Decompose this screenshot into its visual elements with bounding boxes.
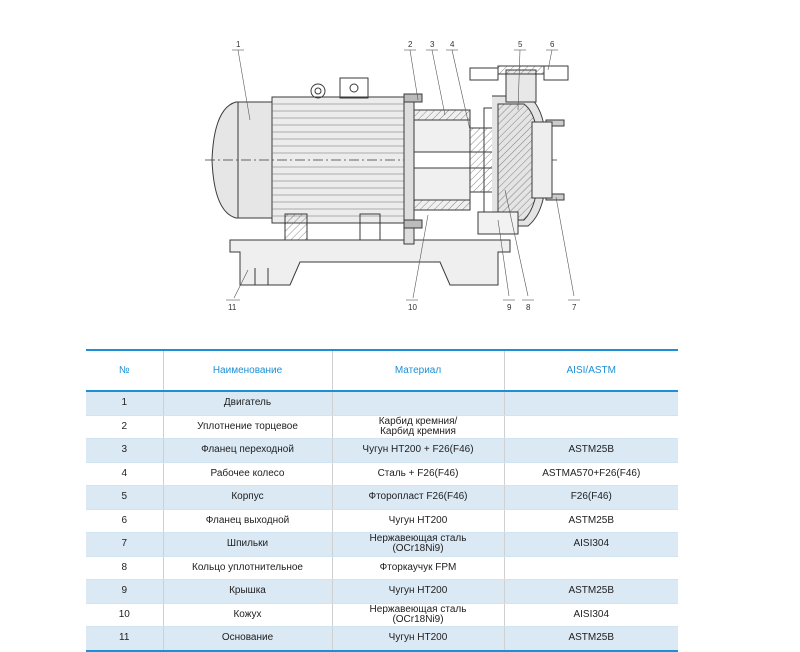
cell-num: 5 — [86, 485, 163, 510]
cell-aisi: ASTM25B — [503, 509, 678, 533]
column-header-num: № — [86, 349, 163, 392]
callout-8: 8 — [526, 303, 531, 312]
cell-num: 7 — [86, 532, 163, 557]
cell-name: Уплотнение торцевое — [162, 415, 332, 439]
cell-num: 8 — [86, 556, 163, 580]
callout-11: 11 — [228, 303, 237, 312]
pump-drawing: 1 2 3 4 5 6 7 8 9 10 11 — [205, 40, 580, 312]
cell-material: Нержавеющая сталь(OCr18Ni9) — [331, 532, 504, 557]
cell-num: 1 — [86, 391, 163, 416]
cell-material: Чугун HT200 + F26(F46) — [331, 438, 504, 463]
cell-num: 6 — [86, 509, 163, 533]
callout-9: 9 — [507, 303, 512, 312]
cell-material: Карбид кремния/Карбид кремния — [331, 415, 504, 439]
callout-1: 1 — [236, 40, 241, 49]
column-header-material: Материал — [331, 349, 504, 392]
callout-6: 6 — [550, 40, 555, 49]
cell-material: Чугун HT200 — [331, 626, 504, 652]
callout-5: 5 — [518, 40, 523, 49]
cell-aisi: ASTM25B — [503, 626, 678, 652]
column-header-name: Наименование — [162, 349, 332, 392]
cell-name: Шпильки — [162, 532, 332, 557]
cell-aisi — [503, 556, 678, 580]
cell-num: 11 — [86, 626, 163, 652]
cell-material: Нержавеющая сталь(OCr18Ni9) — [331, 603, 504, 627]
column-header-aisi: AISI/ASTM — [503, 349, 678, 392]
cell-aisi — [503, 415, 678, 439]
cell-name: Корпус — [162, 485, 332, 510]
cell-material: Сталь + F26(F46) — [331, 462, 504, 486]
cell-name: Фланец переходной — [162, 438, 332, 463]
cell-name: Кожух — [162, 603, 332, 627]
cell-aisi: ASTM25B — [503, 579, 678, 604]
cell-material — [331, 391, 504, 416]
cell-num: 10 — [86, 603, 163, 627]
callout-10: 10 — [408, 303, 417, 312]
cell-num: 2 — [86, 415, 163, 439]
table-header-row: № Наименование Материал AISI/ASTM — [86, 349, 678, 392]
cell-name: Фланец выходной — [162, 509, 332, 533]
callout-2: 2 — [408, 40, 413, 49]
callout-3: 3 — [430, 40, 435, 49]
cell-name: Рабочее колесо — [162, 462, 332, 486]
callout-4: 4 — [450, 40, 455, 49]
cell-aisi: F26(F46) — [503, 485, 678, 510]
cell-aisi — [503, 391, 678, 416]
cell-material: Фторопласт F26(F46) — [331, 485, 504, 510]
cell-num: 9 — [86, 579, 163, 604]
cell-num: 4 — [86, 462, 163, 486]
cell-aisi: ASTM25B — [503, 438, 678, 463]
cell-name: Двигатель — [162, 391, 332, 416]
cell-aisi: AISI304 — [503, 603, 678, 627]
cell-aisi: ASTMA570+F26(F46) — [503, 462, 678, 486]
cell-material: Чугун HT200 — [331, 579, 504, 604]
cell-material: Фторкаучук FPM — [331, 556, 504, 580]
cell-name: Основание — [162, 626, 332, 652]
cell-material: Чугун HT200 — [331, 509, 504, 533]
cell-name: Крышка — [162, 579, 332, 604]
callout-7: 7 — [572, 303, 577, 312]
cell-aisi: AISI304 — [503, 532, 678, 557]
cell-num: 3 — [86, 438, 163, 463]
cell-name: Кольцо уплотнительное — [162, 556, 332, 580]
